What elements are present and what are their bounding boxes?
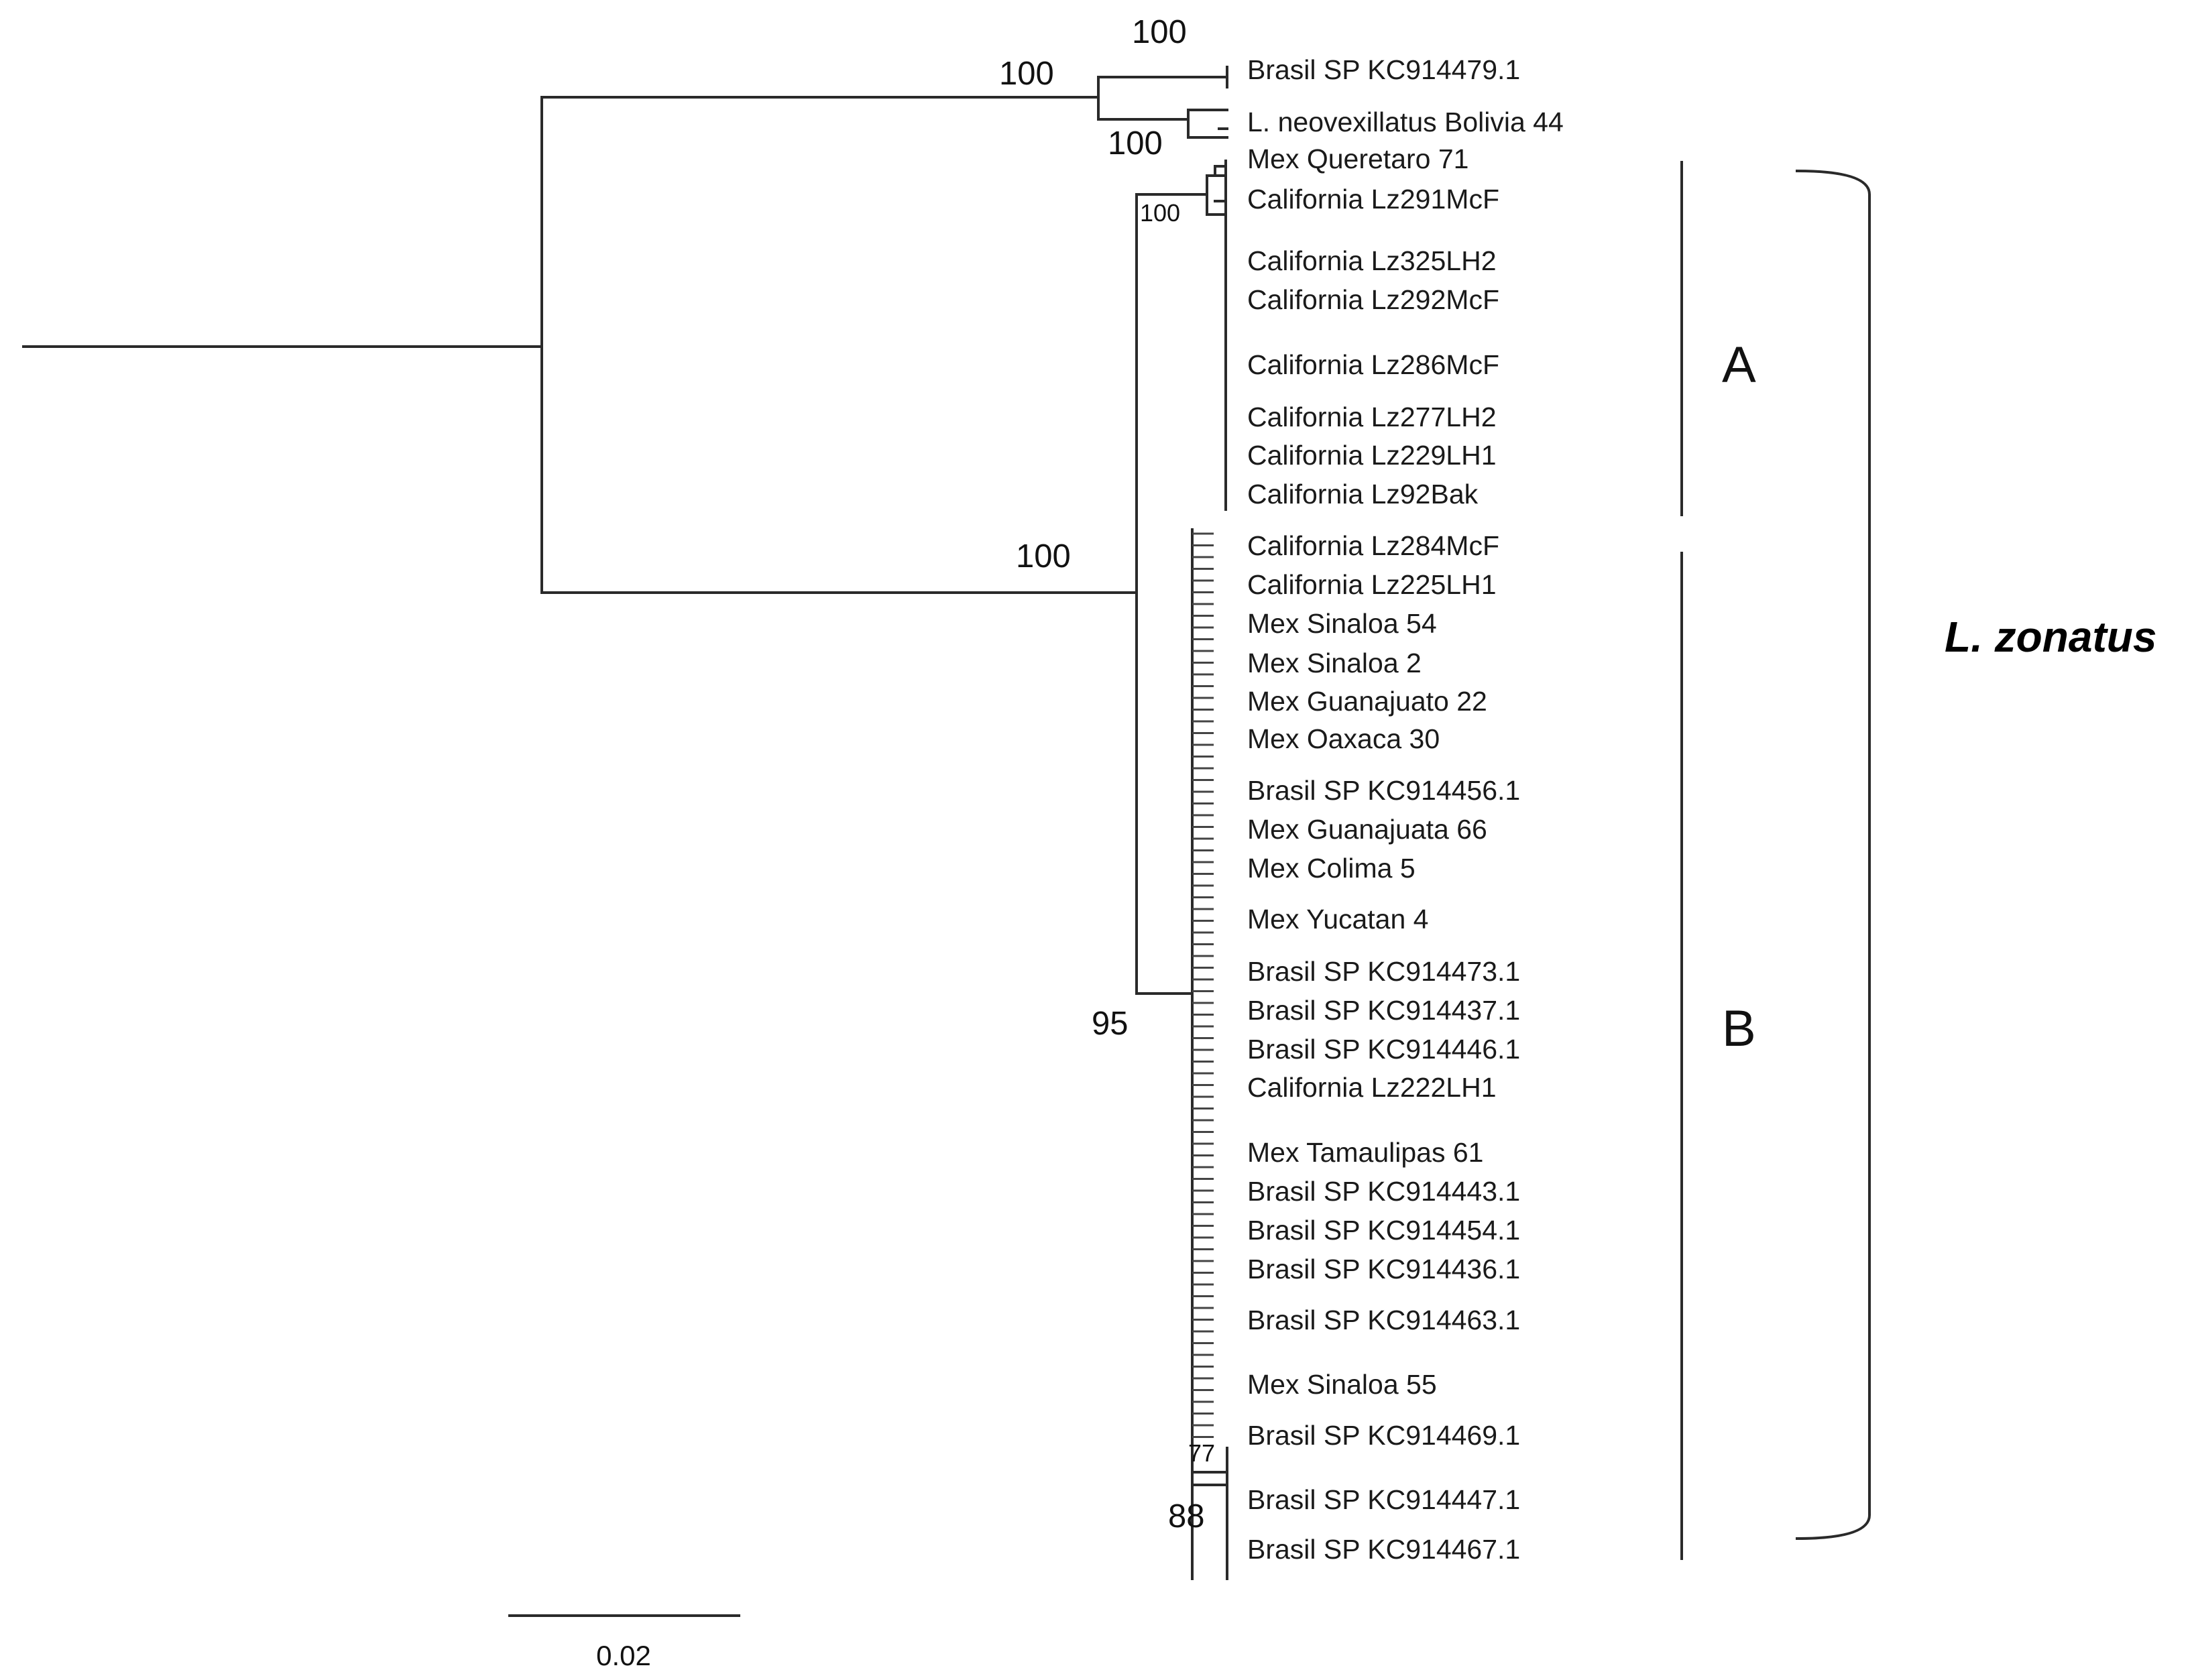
support-value: 100 — [999, 56, 1054, 92]
scale-label: 0.02 — [596, 1640, 651, 1671]
taxon-label: Brasil SP KC914463.1 — [1247, 1305, 1520, 1335]
taxon-label: Mex Queretaro 71 — [1247, 143, 1468, 174]
taxon-label: California Lz222LH1 — [1247, 1072, 1497, 1103]
clade-a-labels: Mex Queretaro 71 California Lz291McF Calif… — [1247, 143, 1499, 509]
clade-b-tip-ticks — [1192, 532, 1214, 1438]
taxon-label: Mex Sinaloa 54 — [1247, 608, 1437, 639]
taxon-label: Brasil SP KC914443.1 — [1247, 1176, 1520, 1207]
taxon-label: Brasil SP KC914479.1 — [1247, 54, 1520, 85]
taxon-label: Mex Guanajuato 22 — [1247, 686, 1487, 717]
taxon-label: Brasil SP KC914447.1 — [1247, 1484, 1520, 1515]
taxon-label: Mex Oaxaca 30 — [1247, 723, 1440, 754]
taxon-label: California Lz225LH1 — [1247, 569, 1497, 600]
taxon-label: Mex Sinaloa 2 — [1247, 648, 1422, 678]
taxon-label: Brasil SP KC914436.1 — [1247, 1254, 1520, 1284]
taxon-label: Mex Colima 5 — [1247, 853, 1416, 884]
taxon-label: Brasil SP KC914473.1 — [1247, 956, 1520, 987]
taxon-label: Brasil SP KC914469.1 — [1247, 1420, 1520, 1451]
support-value: 95 — [1092, 1006, 1129, 1042]
taxon-label: California Lz286McF — [1247, 349, 1499, 380]
taxon-label: California Lz291McF — [1247, 184, 1499, 215]
species-bracket — [1795, 169, 1871, 1541]
taxon-label: Brasil SP KC914437.1 — [1247, 995, 1520, 1026]
taxon-label: Mex Guanajuata 66 — [1247, 814, 1487, 845]
taxon-label: Brasil SP KC914467.1 — [1247, 1534, 1520, 1565]
taxon-label: California Lz229LH1 — [1247, 440, 1497, 471]
support-value: 100 — [1016, 538, 1071, 575]
support-value: 100 — [1140, 199, 1180, 227]
taxon-label: Brasil SP KC914454.1 — [1247, 1215, 1520, 1246]
taxon-label: Mex Yucatan 4 — [1247, 904, 1428, 935]
taxon-label: Brasil SP KC914456.1 — [1247, 775, 1520, 806]
taxon-label: California Lz284McF — [1247, 530, 1499, 561]
taxon-label: Brasil SP KC914446.1 — [1247, 1034, 1520, 1065]
support-value: 88 — [1168, 1498, 1205, 1535]
taxon-label: California Lz277LH2 — [1247, 402, 1497, 432]
support-value: 100 — [1132, 14, 1187, 50]
taxon-label: California Lz92Bak — [1247, 479, 1479, 509]
clade-b-label: B — [1722, 1000, 1756, 1057]
taxon-label: California Lz325LH2 — [1247, 245, 1497, 276]
species-label: L. zonatus — [1945, 613, 2156, 661]
taxon-label: California Lz292McF — [1247, 284, 1499, 315]
taxon-label: L. neovexillatus Bolivia 44 — [1247, 107, 1564, 137]
support-value: 77 — [1188, 1439, 1215, 1467]
support-value: 100 — [1108, 125, 1163, 162]
clade-a-label: A — [1722, 337, 1756, 394]
taxon-label: Mex Tamaulipas 61 — [1247, 1137, 1483, 1168]
taxon-label: Mex Sinaloa 55 — [1247, 1369, 1437, 1400]
clade-b-labels: California Lz284McF California Lz225LH1Me… — [1247, 530, 1520, 1565]
